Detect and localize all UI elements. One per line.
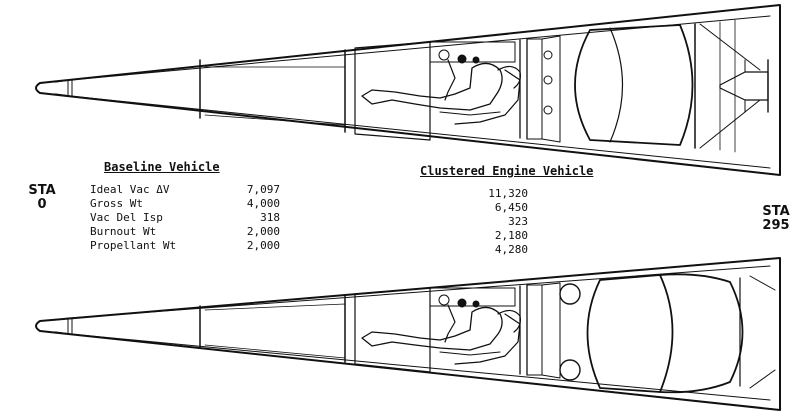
baseline-value: 2,000	[246, 239, 280, 252]
row-label: Vac Del Isp	[90, 211, 163, 224]
row-label: Propellant Wt	[90, 239, 177, 252]
clustered-value: 6,450	[494, 201, 528, 214]
clustered-value: 4,280	[494, 243, 528, 256]
baseline-vehicle-drawing	[35, 4, 781, 176]
station-right-value: 295	[762, 218, 790, 233]
station-left-label: STA 0	[26, 184, 58, 212]
clustered-value: 11,320	[488, 187, 528, 200]
row-label: Ideal Vac ΔV	[90, 183, 170, 196]
table-row: Vac Del Isp 318	[90, 212, 280, 224]
baseline-value: 7,097	[246, 183, 280, 196]
clustered-engine-vehicle-header: Clustered Engine Vehicle	[420, 164, 594, 178]
baseline-vehicle-header: Baseline Vehicle	[104, 160, 220, 174]
table-row: Burnout Wt 2,000	[90, 226, 280, 238]
station-left-prefix: STA	[28, 183, 56, 198]
table-row: Gross Wt 4,000	[90, 198, 280, 210]
table-row: Ideal Vac ΔV 7,097	[90, 184, 280, 196]
clustered-value: 323	[508, 215, 528, 228]
clustered-value: 2,180	[494, 229, 528, 242]
baseline-value: 2,000	[246, 225, 280, 238]
baseline-value: 4,000	[246, 197, 280, 210]
row-label: Burnout Wt	[90, 225, 157, 238]
baseline-value: 318	[260, 211, 280, 224]
station-left-value: 0	[37, 197, 47, 212]
station-right-prefix: STA	[762, 204, 790, 219]
table-row: Propellant Wt 2,000	[90, 240, 280, 252]
station-right-label: STA 295	[756, 205, 796, 233]
row-label: Gross Wt	[90, 197, 143, 210]
clustered-engine-vehicle-drawing	[35, 257, 781, 411]
